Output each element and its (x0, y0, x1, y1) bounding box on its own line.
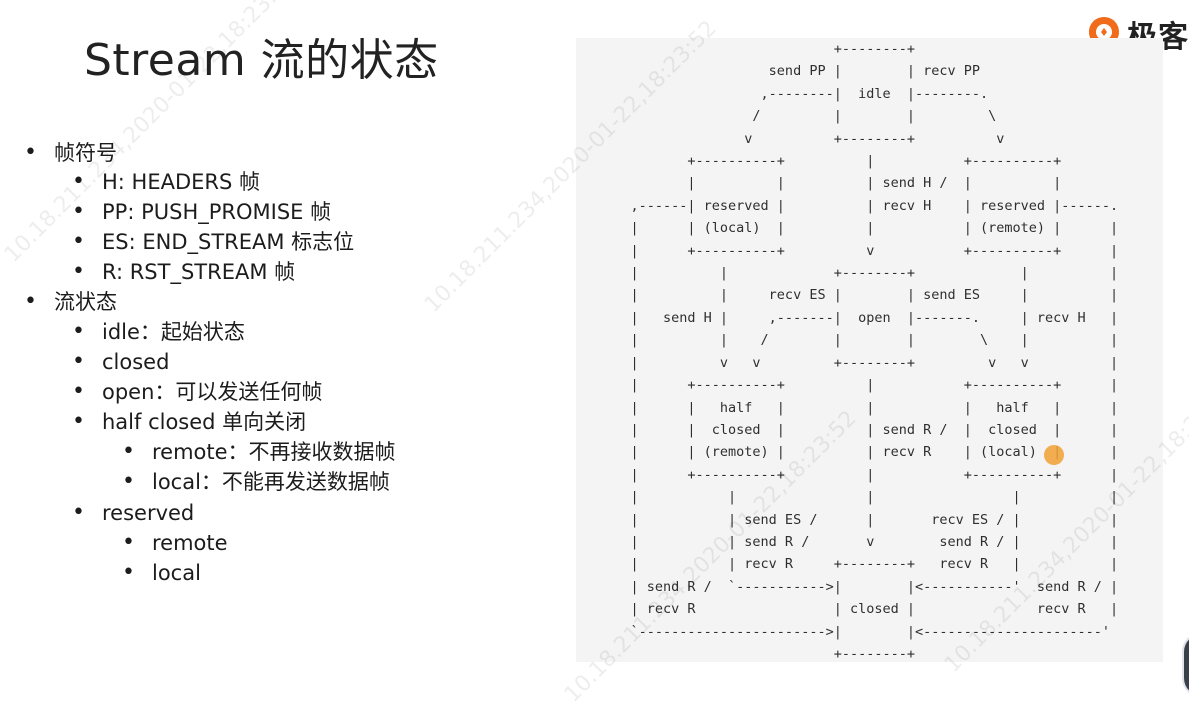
bullet-dot-icon: • (72, 500, 85, 525)
bullet-dot-icon: • (72, 319, 85, 344)
avatar (1182, 632, 1189, 698)
bullet-dot-icon: • (122, 469, 135, 494)
bullet-dot-icon: • (72, 349, 85, 374)
bullet-dot-icon: • (122, 530, 135, 555)
bullet-dot-icon: • (72, 229, 85, 254)
bullet-dot-icon: • (72, 259, 85, 284)
bullet-dot-icon: • (72, 379, 85, 404)
bullet-dot-icon: • (72, 169, 85, 194)
bullet-dot-icon: • (122, 439, 135, 464)
bullet-dot-icon: • (122, 560, 135, 585)
mouse-cursor-highlight-icon (1044, 445, 1064, 465)
bullet-dot-icon: • (72, 409, 85, 434)
state-diagram-ascii: +--------+ send PP | | recv PP ,--------… (630, 41, 1119, 662)
bullet-dot-icon: • (72, 199, 85, 224)
bullet-dot-icon: • (24, 289, 37, 314)
stream-state-diagram: +--------+ send PP | | recv PP ,--------… (576, 38, 1163, 662)
page-title: Stream 流的状态 (84, 35, 439, 86)
bullet-dot-icon: • (24, 140, 37, 165)
